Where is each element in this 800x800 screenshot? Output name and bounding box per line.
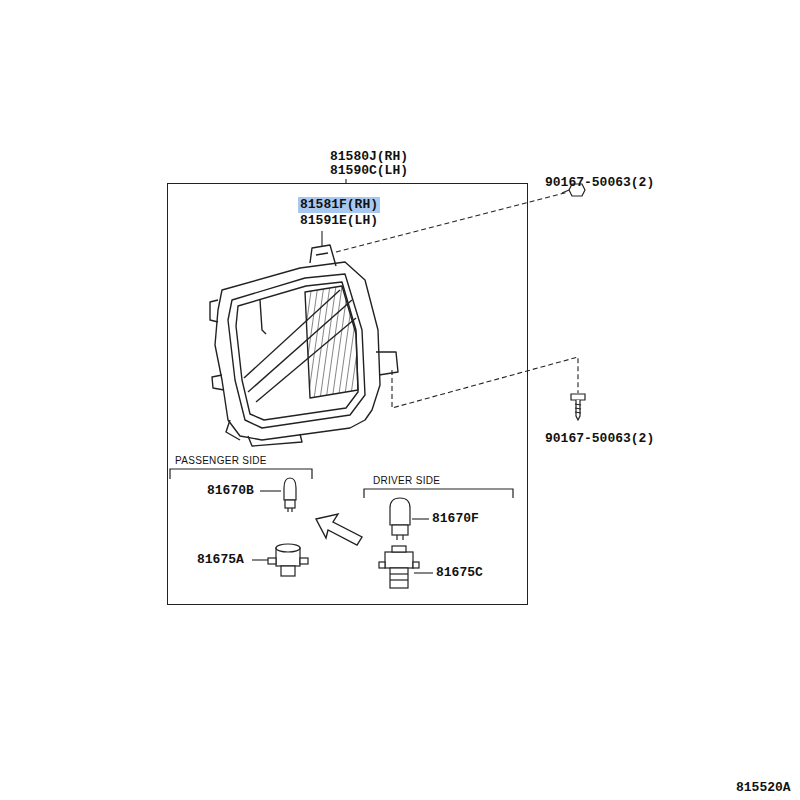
part-number: 81670F [432,512,479,526]
lamp-drawing [210,300,218,322]
lamp-drawing [228,274,365,428]
lamp-drawing [236,282,358,420]
bolt-symbol [576,400,580,420]
bolt-number: 90167-50063(2) [545,176,654,190]
socket-symbol [385,552,413,568]
lamp-drawing [310,245,336,266]
bulb-symbol [390,498,410,525]
socket-symbol [390,579,408,580]
socket-symbol [390,568,408,588]
lamp-drawing [260,300,266,334]
side-note: PASSENGER SIDE [175,455,267,467]
bulb-symbol [291,508,292,512]
lamp-drawing [244,290,340,378]
part-number: 81675A [197,553,244,567]
dashed-line [392,357,578,408]
leader-line [321,231,322,246]
part-frame: 81580J(RH)81590C(LH) [167,183,528,605]
socket-symbol [268,544,419,588]
socket-symbol [268,558,276,564]
leader-line [260,490,281,491]
socket-symbol [276,544,300,552]
socket-symbol [390,573,408,574]
bulb-symbol [392,525,408,535]
lamp-drawing [248,434,302,446]
bolt-symbol [575,412,581,413]
socket-symbol [392,546,406,552]
bracket [170,469,513,498]
part-number: 81675C [436,566,483,580]
direction-arrow [316,514,362,545]
lamp-drawing [305,286,358,398]
bulb-symbol [284,478,296,500]
part-number: 81590C(LH) [330,164,408,178]
part-number: 81581F(RH) [298,197,380,213]
lamp-drawing [316,253,328,255]
bulb-symbol [396,535,397,540]
part-number: 81591E(LH) [300,214,378,228]
lamp-drawing [215,262,380,440]
lamp-drawing [226,420,240,440]
part-number: 81580J(RH) [330,150,408,164]
bolt-symbol [575,408,581,409]
lamp-drawing [248,300,352,392]
bolt-symbol [575,404,581,405]
leader-line [252,179,433,573]
bolt-symbol [571,394,585,400]
part-heading: 81580J(RH)81590C(LH) [330,150,408,178]
lamp-drawing [376,352,398,375]
lamp-drawing [256,318,356,402]
bracket [364,489,513,498]
lamp-drawing [212,375,224,390]
diagram-code: 815520A [736,781,791,795]
socket-symbol [413,562,419,568]
leader-line [414,572,433,573]
direction-arrow [316,514,362,545]
bulb-symbol [285,500,295,508]
bulb-symbol [287,508,288,512]
bolt-number: 90167-50063(2) [545,432,654,446]
socket-symbol [379,562,385,568]
part-number: 81670B [207,484,254,498]
socket-symbol [300,558,308,564]
bolt-symbol [562,190,569,193]
bolt-symbol [562,184,585,420]
side-note: DRIVER SIDE [373,475,440,487]
leader-line [412,518,429,519]
socket-symbol [281,566,295,576]
lamp-drawing [210,245,398,446]
bulb-symbol [402,535,403,540]
